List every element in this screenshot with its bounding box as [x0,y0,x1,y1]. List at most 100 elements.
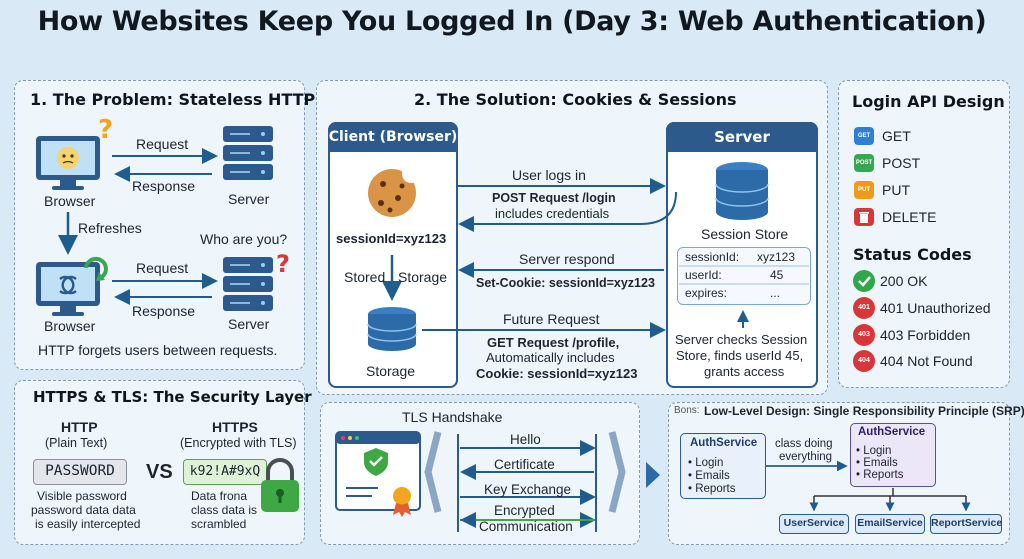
set-cookie-label: Set-Cookie: sessionId=xyz123 [476,276,655,290]
status-403-label: 403 Forbidden [880,327,971,343]
class-doing-label: class doing [775,438,833,450]
get-method-label: GET [882,128,911,144]
auth-service-title: AuthService [690,437,758,449]
session-store-label: Session Store [701,226,789,242]
server-label: Server [228,316,270,332]
put-method-label: PUT [882,182,910,198]
auth-service-card-refactored [850,423,936,487]
request-label: Request [136,260,189,276]
tls-step-key-exchange: Key Exchange [484,482,572,497]
who-are-you-label: Who are you? [200,231,288,247]
post-method-tag: POST [854,154,874,172]
cookie-icon [368,165,420,217]
solution-title: 2. The Solution: Cookies & Sessions [414,90,737,109]
srp-title: Low-Level Design: Single Responsibility … [704,404,1024,418]
status-404-label: 404 Not Found [880,353,973,369]
response-label: Response [132,178,196,194]
problem-title: 1. The Problem: Stateless HTTP [30,90,316,109]
email-service-box: EmailService [855,514,925,534]
tls-step-encrypted: Encrypted [494,503,555,518]
browser-label: Browser [44,193,96,209]
everything-label: everything [779,451,833,463]
question-mark-icon: ? [98,115,113,145]
refreshes-label: Refreshes [78,220,142,236]
status-200-label: 200 OK [880,273,928,289]
get-request-label: GET Request /profile, [487,335,620,350]
store-key: userId: [685,268,722,282]
user-logs-in-label: User logs in [512,167,586,183]
browser-window-icon [36,262,100,316]
future-request-label: Future Request [503,311,600,327]
get-method-tag: GET [854,127,874,145]
put-method-tag: PUT [854,181,874,199]
status-401-label: 401 Unauthorized [880,300,991,316]
store-value: 45 [770,268,784,282]
client-header: Client (Browser) [328,122,458,152]
tls-step-certificate: Certificate [494,457,555,472]
auth-service-item: • Login [856,445,892,457]
auto-includes-label: Automatically includes [486,350,615,365]
auth-service-card [680,433,766,499]
https-desc-line: Data frona [191,489,248,503]
cipher-box: k92!A#9xQ [183,459,267,485]
status-401-badge: 401 [853,297,875,319]
session-store-table [677,247,811,305]
status-404-badge: 404 [853,350,875,372]
database-icon [715,162,769,220]
server-icon [223,257,273,311]
srp-prefix: Bons: [674,405,700,416]
server-label: Server [228,191,270,207]
tls-title: TLS Handshake [402,409,503,425]
server-icon [223,126,273,180]
storage-side-label: Storage [398,269,448,285]
auth-service-item: • Reports [856,469,904,481]
session-id-label: sessionId=xyz123 [336,231,447,246]
includes-credentials-label: includes credentials [495,206,610,221]
server-checks-line: Server checks Session [675,332,808,347]
stored-label: Stored [344,269,386,285]
http-desc-line: Visible password [37,489,127,503]
page-title: How Websites Keep You Logged In (Day 3: … [37,6,987,37]
problem-footer: HTTP forgets users between requests. [38,342,278,358]
plain-text-label: (Plain Text) [45,436,108,450]
question-mark-icon: ? [276,250,290,278]
auth-service-item: • Reports [688,483,736,495]
https-desc-line: scrambled [191,517,247,531]
store-value: ... [770,286,781,300]
request-label: Request [136,136,189,152]
storage-label: Storage [366,363,416,379]
database-icon [367,307,417,351]
delete-method-label: DELETE [882,209,937,225]
server-header: Server [666,122,818,152]
auth-service-title: AuthService [858,426,926,438]
tls-step-hello: Hello [510,432,541,447]
server-checks-line: grants access [704,364,785,379]
tls-step-communication: Communication [479,519,573,534]
lock-icon [261,458,299,512]
post-request-label: POST Request /login [492,191,616,205]
server-checks-line: Store, finds userId 45, [676,348,804,363]
check-icon [853,270,875,292]
https-title: HTTPS & TLS: The Security Layer [33,388,312,406]
password-box: PASSWORD [33,459,127,485]
auth-service-item: • Emails [688,470,730,482]
auth-service-item: • Emails [856,457,898,469]
http-desc-line: is easily intercepted [35,517,141,531]
ribbon-seal-icon [393,487,411,517]
monitor-icon [36,136,100,190]
vs-label: VS [146,461,173,483]
report-service-box: ReportService [930,514,1002,534]
http-desc-line: password data data [31,503,136,517]
trash-icon [854,208,874,226]
status-403-badge: 403 [853,324,875,346]
http-label: HTTP [61,419,98,435]
user-service-box: UserService [779,514,849,534]
post-method-label: POST [882,155,921,171]
refresh-icon [84,256,108,281]
